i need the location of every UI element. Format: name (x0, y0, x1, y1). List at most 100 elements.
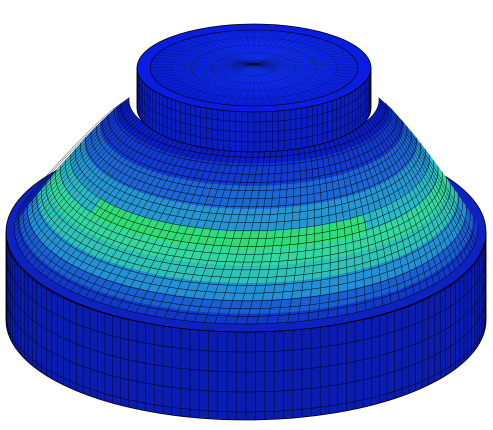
shell-ring-line (27, 205, 467, 302)
top-face-mesh (149, 30, 359, 106)
conical-shell (13, 97, 479, 325)
shell-band (99, 107, 405, 186)
top-radial-line (235, 30, 255, 65)
top-radial-line (159, 63, 255, 85)
top-radial-line (253, 63, 355, 78)
neck-mesh (136, 68, 372, 152)
shell-band (27, 193, 467, 301)
shell-mesh (13, 97, 479, 325)
shell-meridian-line (36, 127, 153, 270)
shell-meridian-line (19, 97, 130, 207)
top-radial-line (253, 58, 355, 65)
top-radial-line (187, 38, 255, 65)
top-radial-line (150, 63, 255, 65)
shell-meridian-line (14, 110, 133, 233)
shell-meridian-line (204, 147, 255, 323)
neck-ring-line (136, 97, 372, 143)
top-radial-line (253, 63, 299, 103)
top-radial-line (149, 63, 255, 69)
shell-band (48, 166, 449, 267)
top-radial-line (253, 48, 345, 65)
shell-meridian-line (327, 138, 348, 315)
shell-meridian-line (14, 112, 134, 237)
shell-meridian-line (287, 144, 301, 323)
top-radial-line (253, 40, 328, 65)
top-radial-line (156, 63, 255, 82)
shell-meridian-line (235, 147, 272, 324)
top-radial-line (253, 38, 321, 65)
shell-meridian-line (371, 116, 446, 278)
top-radial-line (153, 63, 255, 78)
shell-meridian-line (183, 147, 244, 321)
shell-ring-line (50, 177, 447, 263)
shell-ring-line (120, 103, 387, 158)
shell-band (115, 97, 391, 164)
top-radial-line (168, 63, 255, 90)
shell-meridian-line (366, 120, 435, 285)
shell-meridian-line (364, 122, 429, 288)
top-radial-line (253, 34, 307, 65)
shell-meridian-line (245, 147, 277, 325)
shell-meridian-line (322, 139, 339, 317)
shell-meridian-line (173, 147, 238, 320)
top-radial-line (235, 63, 255, 106)
top-radial-line (253, 36, 314, 65)
top-radial-line (168, 46, 255, 65)
top-radial-line (151, 63, 255, 75)
top-radial-line (253, 63, 340, 90)
shell-ring-line (31, 200, 463, 294)
top-radial-line (253, 63, 358, 65)
top-radial-line (159, 51, 255, 65)
shell-meridian-line (297, 144, 308, 322)
shell-meridian-line (14, 103, 130, 220)
shell-meridian-line (378, 101, 473, 250)
shell-meridian-line (376, 108, 464, 262)
shell-meridian-line (21, 120, 142, 254)
shell-ring-line (74, 148, 426, 224)
top-radial-line (253, 63, 328, 96)
top-radial-line (253, 63, 357, 75)
shell-ring-line (90, 131, 413, 200)
shell-ring-line (60, 165, 439, 247)
shell-meridian-line (358, 126, 415, 295)
shell-meridian-line (318, 141, 331, 318)
shell-ring-line (96, 125, 408, 191)
shell-meridian-line (378, 97, 477, 241)
shell-meridian-line (46, 131, 160, 278)
top-radial-line (253, 63, 314, 100)
shell-meridian-line (355, 127, 407, 298)
top-radial-line (156, 54, 255, 65)
shell-meridian-line (70, 137, 177, 292)
top-radial-line (253, 51, 349, 65)
shell-meridian-line (14, 106, 131, 224)
shell-meridian-line (117, 143, 205, 309)
shell-meridian-line (344, 133, 384, 306)
top-radial-line (253, 54, 352, 65)
shell-meridian-line (331, 137, 357, 313)
shell-meridian-line (372, 114, 451, 274)
shell-ring-line (107, 114, 398, 175)
shell-meridian-line (13, 108, 132, 228)
top-radial-line (209, 33, 255, 65)
shell-meridian-line (214, 147, 260, 324)
shell-meridian-line (77, 138, 181, 295)
top-radial-line (174, 63, 255, 93)
top-radial-line (209, 63, 255, 103)
shell-meridian-line (256, 146, 283, 324)
top-radial-line (253, 32, 290, 65)
top-radial-line (201, 34, 255, 65)
shell-meridian-line (15, 114, 136, 241)
shell-meridian-line (28, 124, 147, 262)
top-radial-line (253, 33, 299, 65)
top-ring-line (233, 60, 275, 76)
shell-meridian-line (19, 118, 140, 250)
shell-meridian-line (266, 146, 289, 324)
shell-meridian-line (193, 147, 249, 322)
neck-ring-line (136, 87, 372, 133)
top-radial-line (163, 48, 255, 65)
shell-meridian-line (377, 106, 468, 258)
base-flange-mesh (5, 232, 487, 420)
shell-meridian-line (224, 147, 266, 324)
shell-ring-line (41, 188, 455, 278)
